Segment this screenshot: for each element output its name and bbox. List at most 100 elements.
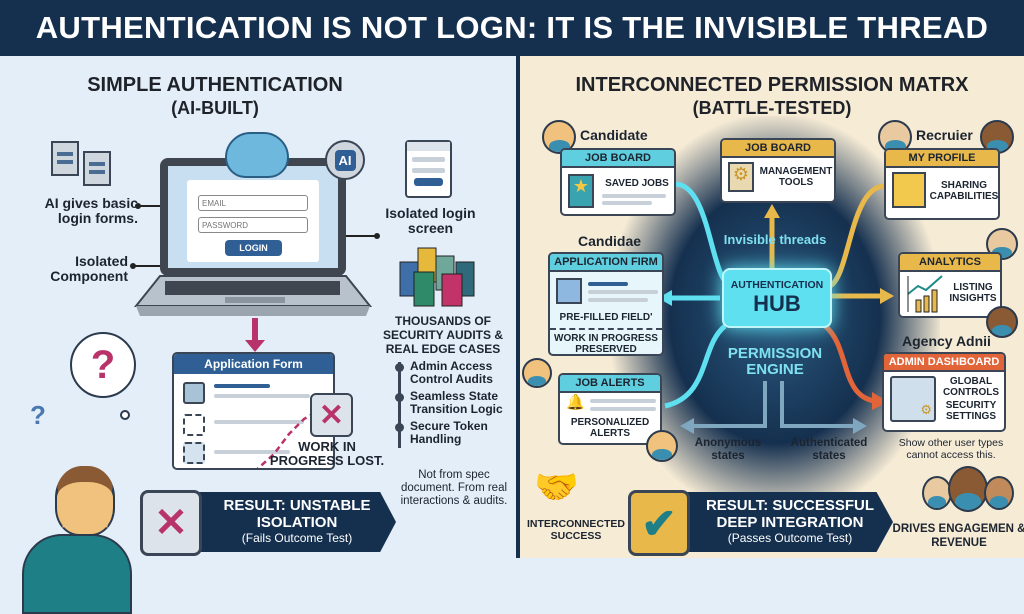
- handshake-icon: 🤝: [534, 466, 579, 507]
- people-icon: [922, 476, 952, 510]
- job-alerts-card[interactable]: JOB ALERTS 🔔 PERSONALIZED ALERTS: [558, 373, 662, 445]
- wip-lost: WORK IN PROGRESS LOST.: [269, 439, 385, 468]
- right-subheading: (BATTLE-TESTED): [692, 98, 852, 118]
- check-icon: ✔: [628, 490, 690, 556]
- fail-icon: ✕: [140, 490, 202, 556]
- left-heading: SIMPLE AUTHENTICATION: [87, 74, 343, 96]
- audit-item: Seamless State Transition Logic: [410, 389, 503, 416]
- invisible-threads-label: Invisible threads: [723, 232, 827, 247]
- result-line3: (Fails Outcome Test): [241, 531, 353, 545]
- application-form-title: Application Form: [174, 354, 333, 374]
- left-panel: SIMPLE AUTHENTICATION (AI-BUILT) AI give…: [0, 56, 516, 614]
- thought-bubble: [120, 410, 130, 420]
- card-footer: WORK IN PROGRESS PRESERVED: [550, 328, 662, 354]
- card-header: ADMIN DASHBOARD: [884, 354, 1004, 372]
- document-icon: [50, 140, 112, 193]
- chart-icon: [907, 275, 943, 313]
- audits-heading: THOUSANDS OF SECURITY AUDITS & REAL EDGE…: [382, 314, 503, 356]
- result-line1: RESULT: UNSTABLE: [223, 497, 371, 514]
- ai-badge-label: AI: [334, 149, 356, 171]
- admin-note: Show other user types cannot access this…: [898, 437, 1004, 461]
- form-field-box: [183, 382, 205, 404]
- profile-icon: [892, 172, 926, 208]
- audit-item: Secure Token Handling: [410, 419, 488, 446]
- result-line1: RESULT: SUCCESSFUL: [705, 497, 875, 514]
- star-icon: ★: [568, 174, 594, 208]
- dashboard-icon: ⚙: [890, 376, 936, 422]
- thought-cloud: ?: [70, 332, 136, 398]
- audit-list: Admin Access Control Audits Seamless Sta…: [395, 360, 513, 446]
- right-panel: INTERCONNECTED PERMISSION MATRX (BATTLE-…: [520, 56, 1024, 558]
- authentication-hub[interactable]: AUTHENTICATION HUB: [722, 268, 832, 328]
- authenticated-states: Authenticated states: [790, 437, 868, 462]
- form-field-box: [183, 442, 205, 464]
- card-body: GLOBAL CONTROLS: [942, 376, 1000, 398]
- card-header: APPLICATION FIRM: [550, 254, 662, 272]
- result-unstable-banner: RESULT: UNSTABLE ISOLATION (Fails Outcom…: [198, 492, 396, 552]
- hub-line2: HUB: [753, 291, 801, 316]
- card-header: JOB BOARD: [562, 150, 674, 168]
- login-screen-icon: [405, 140, 452, 198]
- candidate2-label: Candidae: [578, 233, 642, 249]
- card-body: SAVED JOBS: [605, 178, 669, 189]
- card-body: LISTING INSIGHTS: [949, 282, 997, 304]
- interconnected-success: INTERCONNECTED SUCCESS: [526, 518, 625, 542]
- candidate-label: Candidate: [580, 127, 648, 143]
- candidate-avatar: [542, 120, 576, 154]
- admin-label: Agency Adnii: [902, 333, 991, 349]
- bell-icon: 🔔: [566, 394, 585, 411]
- note-component: Isolated Component: [50, 253, 128, 284]
- anonymous-states: Anonymous states: [694, 437, 762, 462]
- bullet-icon: [395, 393, 404, 402]
- audit-item: Admin Access Control Audits: [410, 359, 493, 386]
- recruiter-label: Recruier: [916, 127, 973, 143]
- people-icon: [984, 476, 1014, 510]
- question-mark-icon: ?: [30, 400, 46, 430]
- left-subheading: (AI-BUILT): [171, 98, 259, 118]
- candidate-avatar: [522, 358, 552, 388]
- login-button[interactable]: LOGIN: [225, 240, 282, 256]
- hub-line1: AUTHENTICATION: [730, 279, 824, 291]
- application-form-card: Application Form: [172, 352, 335, 470]
- result-line2: DEEP INTEGRATION: [716, 514, 864, 531]
- card-body: PERSONALIZED ALERTS: [570, 417, 650, 439]
- result-line2: ISOLATION: [256, 514, 338, 531]
- x-icon: ✕: [310, 393, 353, 437]
- card-header: JOB ALERTS: [560, 375, 660, 393]
- result-success-banner: RESULT: SUCCESSFUL DEEP INTEGRATION (Pas…: [687, 492, 893, 552]
- ai-badge: AI: [325, 140, 365, 180]
- job-board-candidate-card[interactable]: JOB BOARD ★ SAVED JOBS: [560, 148, 676, 216]
- card-body: SHARING CAPABILITIES: [929, 180, 999, 202]
- down-arrow-head: [245, 340, 265, 352]
- card-header: JOB BOARD: [722, 140, 834, 158]
- admin-dashboard-card[interactable]: ADMIN DASHBOARD ⚙ GLOBAL CONTROLS SECURI…: [882, 352, 1006, 432]
- gear-icon: ⚙: [728, 162, 754, 192]
- analytics-card[interactable]: ANALYTICS LISTING INSIGHTS: [898, 252, 1002, 318]
- confused-person: [55, 466, 115, 536]
- card-body: MANAGEMENT TOOLS: [759, 166, 833, 188]
- audit-timeline: [398, 362, 401, 448]
- note-forms: AI gives basic login forms.: [44, 195, 138, 226]
- card-header: MY PROFILE: [886, 150, 998, 168]
- email-input[interactable]: [198, 195, 308, 211]
- note-screen: Isolated login screen: [385, 205, 476, 236]
- application-form-card[interactable]: APPLICATION FIRM PRE-FILLED FIELD' WORK …: [548, 252, 664, 356]
- candidate-avatar: [646, 430, 678, 462]
- card-header: ANALYTICS: [900, 254, 1000, 272]
- login-form: LOGIN: [187, 180, 319, 262]
- bullet-icon: [395, 363, 404, 372]
- user-icon: [556, 278, 582, 304]
- right-heading: INTERCONNECTED PERMISSION MATRX: [575, 74, 969, 96]
- form-field-box: [183, 414, 205, 436]
- result-line3: (Passes Outcome Test): [727, 531, 853, 545]
- drives-engagement: DRIVES ENGAGEMEN & REVENUE: [892, 523, 1024, 549]
- books-icon: [399, 247, 475, 307]
- brain-icon: [225, 132, 289, 178]
- job-board-center-card[interactable]: JOB BOARD ⚙ MANAGEMENT TOOLS: [720, 138, 836, 203]
- page-title: AUTHENTICATION IS NOT LOGN: IT IS THE IN…: [0, 0, 1024, 56]
- my-profile-card[interactable]: MY PROFILE SHARING CAPABILITIES: [884, 148, 1000, 220]
- panel-divider: [516, 56, 520, 558]
- password-input[interactable]: [198, 217, 308, 233]
- audit-note: Not from spec document. From real intera…: [400, 469, 508, 507]
- permission-engine-label: PERMISSION ENGINE: [727, 345, 823, 378]
